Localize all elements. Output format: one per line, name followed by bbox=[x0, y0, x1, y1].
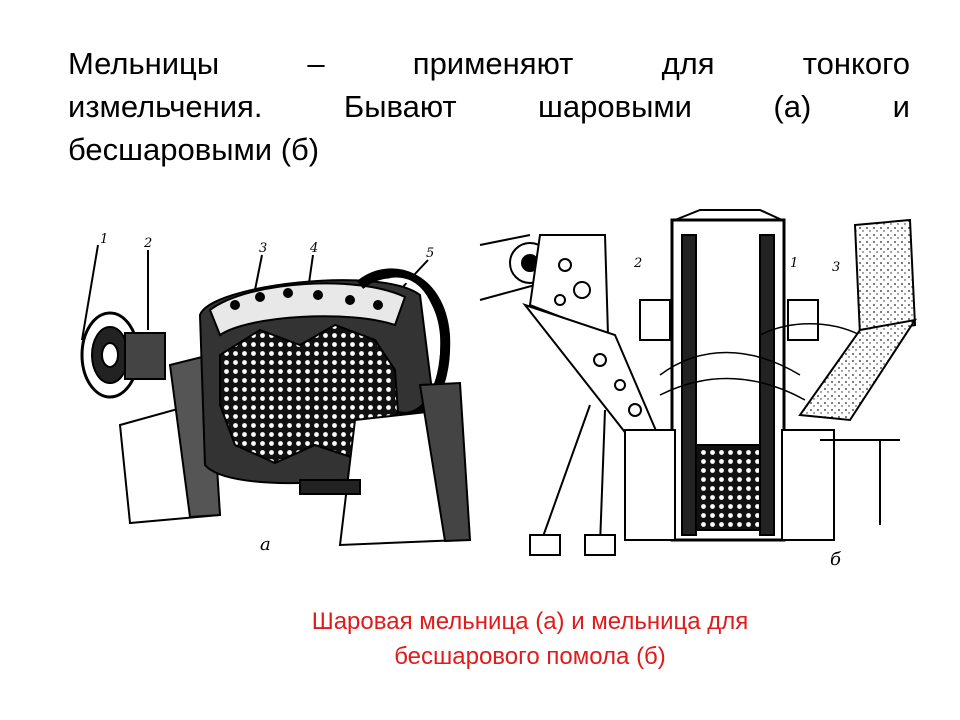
ball-mill-drawing bbox=[80, 244, 472, 547]
ballless-mill-label-2: 2 bbox=[633, 256, 642, 271]
mills-illustration: 1 2 3 4 5 а bbox=[80, 209, 918, 570]
title-line-3: бесшаровыми (б) bbox=[68, 132, 320, 167]
caption-line-2: бесшарового помола (б) bbox=[394, 643, 666, 670]
slide-title: Мельницы – применяют для тонкого измельч… bbox=[68, 42, 910, 171]
title-line-1: Мельницы – применяют для тонкого bbox=[68, 46, 910, 81]
ball-mill-label-5: 5 bbox=[426, 246, 434, 261]
title-line-2: измельчения. Бывают шаровыми (а) и bbox=[68, 89, 910, 124]
ball-mill-label-3: 3 bbox=[259, 241, 267, 256]
ballless-mill-label-1: 1 bbox=[790, 256, 798, 271]
ball-mill-label-4: 4 bbox=[309, 241, 318, 256]
ball-mill-label-2: 2 bbox=[143, 236, 152, 251]
ballless-mill-label-3: 3 bbox=[832, 260, 840, 275]
figure-caption: Шаровая мельница (а) и мельница для бесш… bbox=[200, 604, 860, 674]
ball-mill-label-1: 1 bbox=[100, 232, 108, 247]
ballless-mill-drawing bbox=[479, 209, 918, 556]
ball-mill-letter: а bbox=[260, 534, 271, 555]
ballless-mill-letter: б bbox=[830, 549, 842, 570]
caption-line-1: Шаровая мельница (а) и мельница для bbox=[311, 608, 749, 635]
